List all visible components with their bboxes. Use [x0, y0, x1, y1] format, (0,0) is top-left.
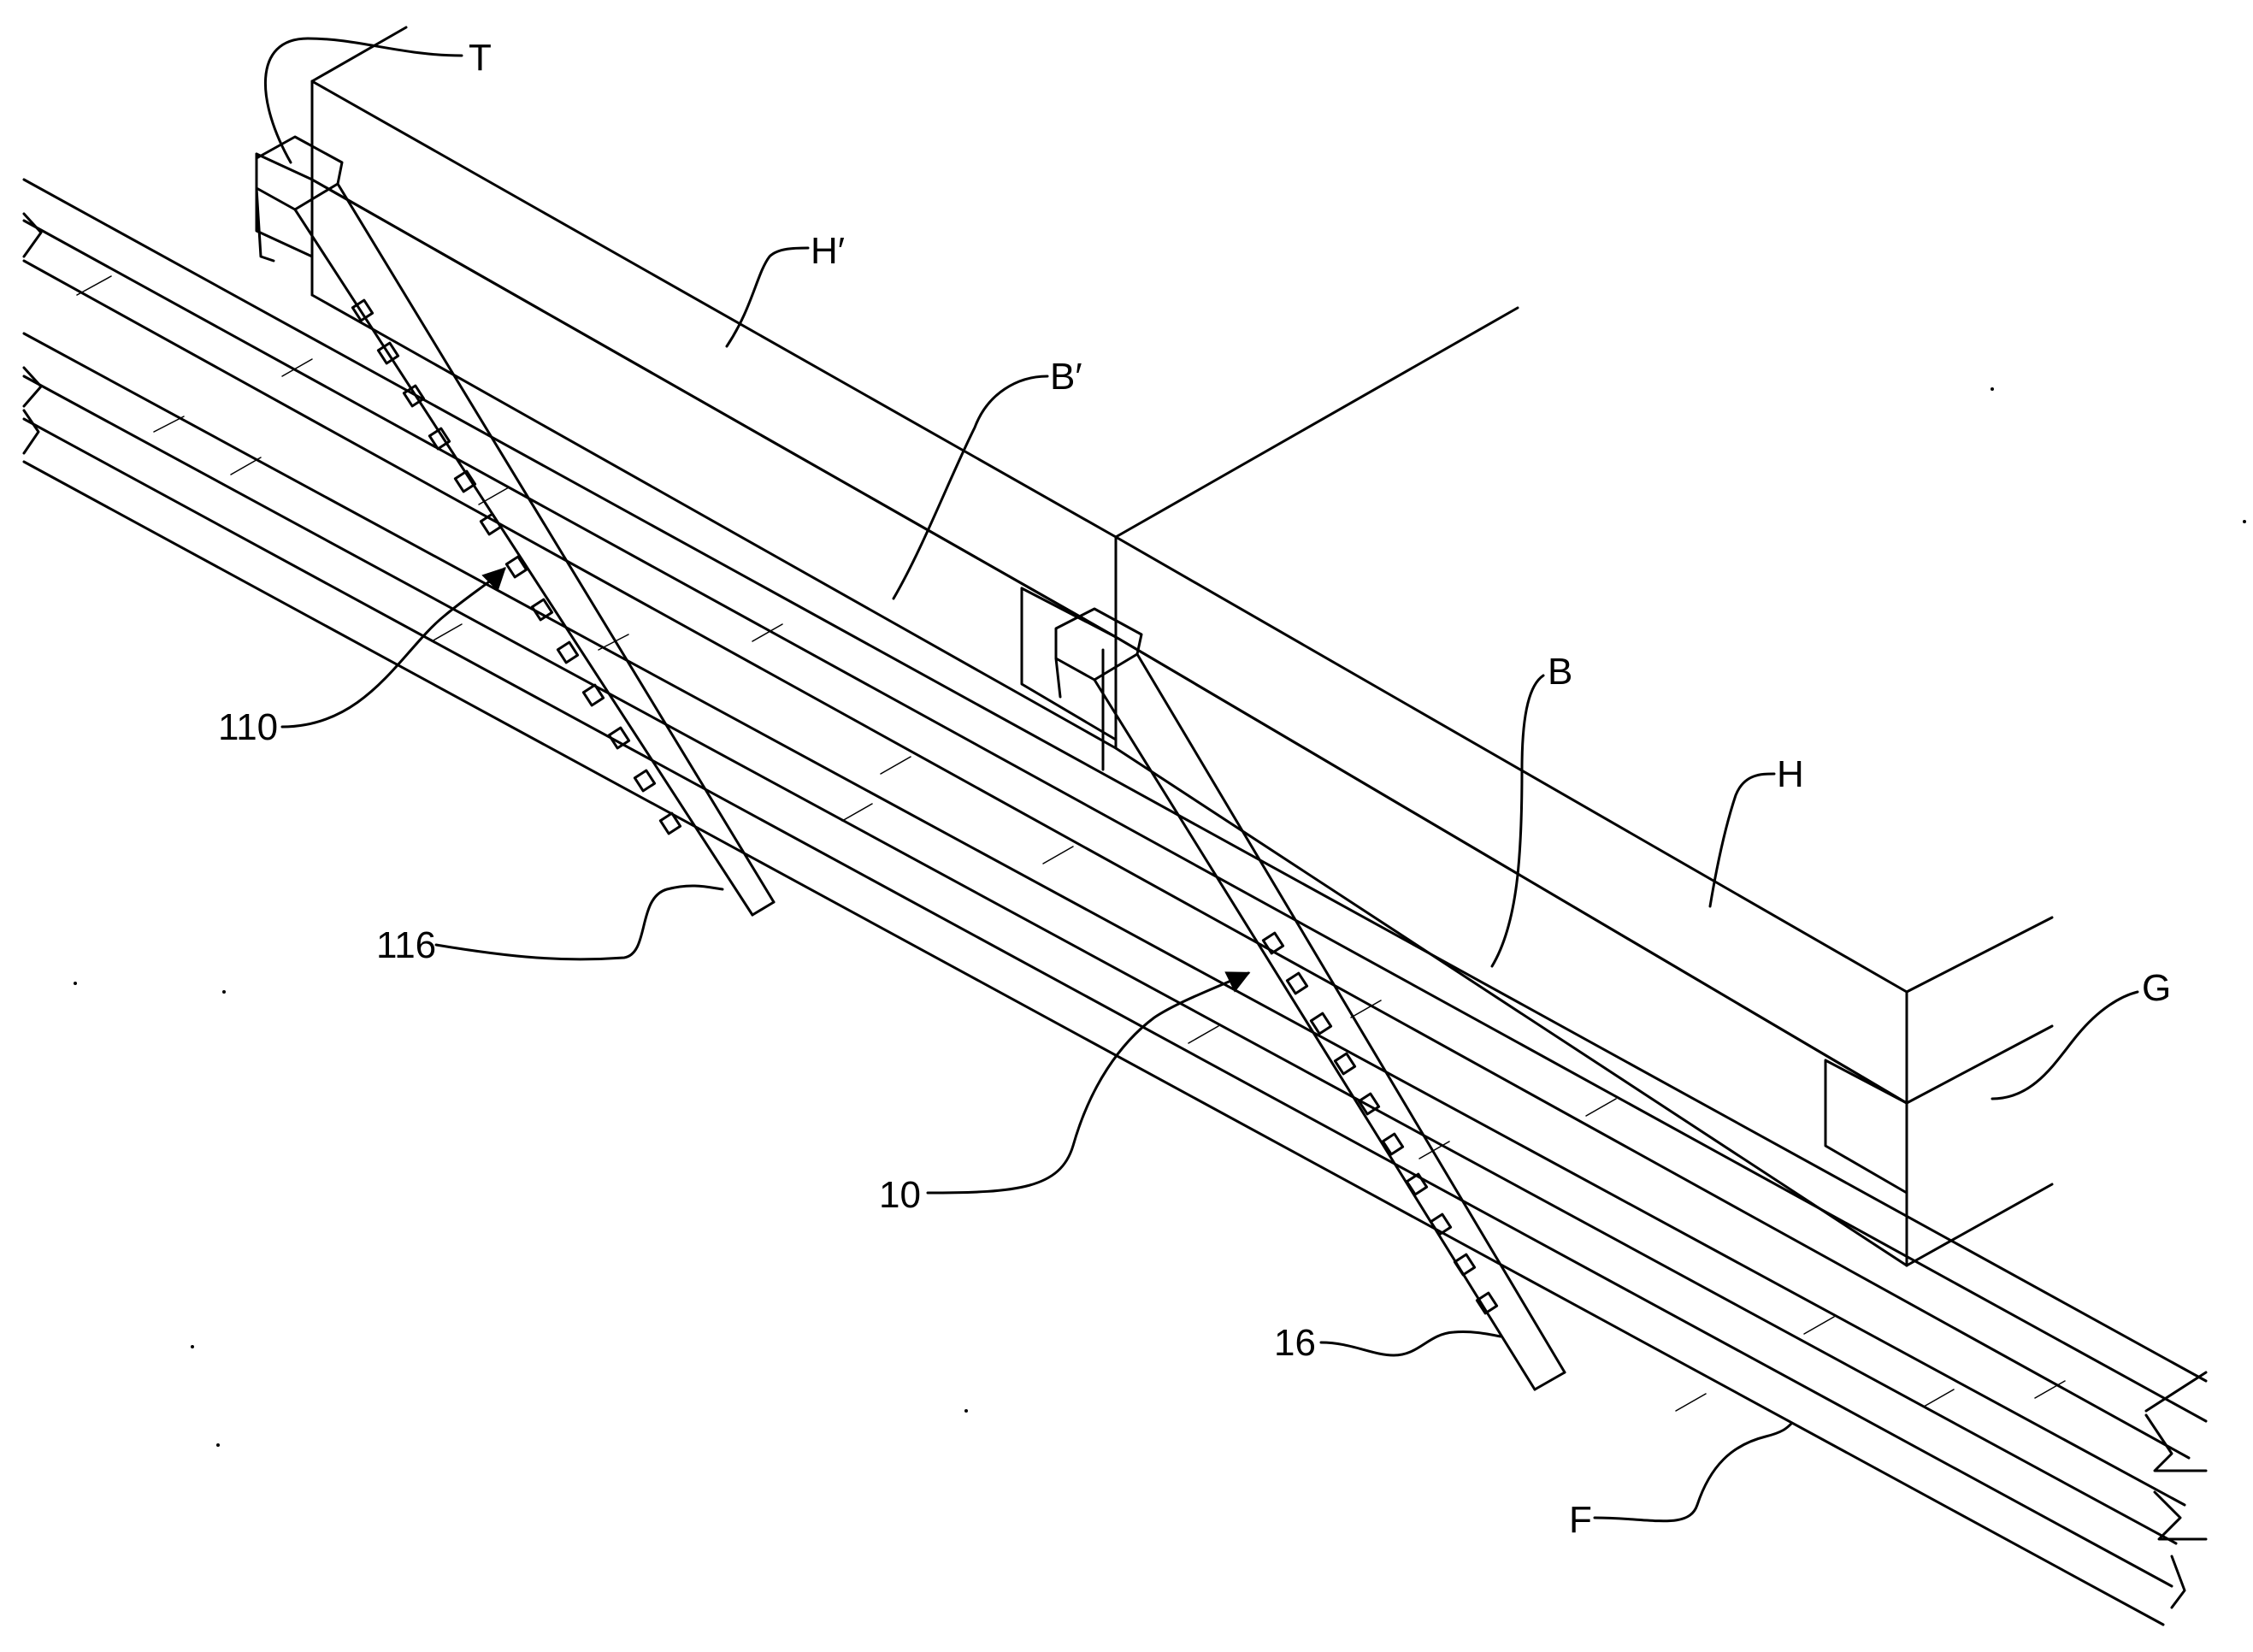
reference-labels: T H′ B′ B H G F 110 116 10 16 [218, 37, 2171, 1541]
label-b-prime: B′ [1050, 356, 1082, 398]
label-g: G [2142, 967, 2171, 1009]
scan-specks [74, 387, 2246, 1447]
label-b: B [1548, 651, 1572, 693]
floor-boards [24, 180, 2206, 1625]
label-h-prime: H′ [811, 230, 845, 272]
floor-board-joints [77, 276, 2065, 1411]
tool-110 [257, 137, 774, 915]
label-t: T [469, 37, 492, 79]
label-110: 110 [218, 706, 278, 748]
label-10: 10 [879, 1174, 921, 1216]
tool-10 [1056, 609, 1565, 1389]
label-h: H [1777, 753, 1804, 795]
board-h-prime [257, 81, 1116, 748]
tool-10-teeth [1263, 933, 1496, 1313]
label-116: 116 [376, 924, 436, 966]
label-f: F [1569, 1499, 1592, 1541]
label-16: 16 [1274, 1322, 1316, 1364]
tool-110-teeth [352, 300, 680, 834]
leader-lines [265, 38, 2138, 1521]
